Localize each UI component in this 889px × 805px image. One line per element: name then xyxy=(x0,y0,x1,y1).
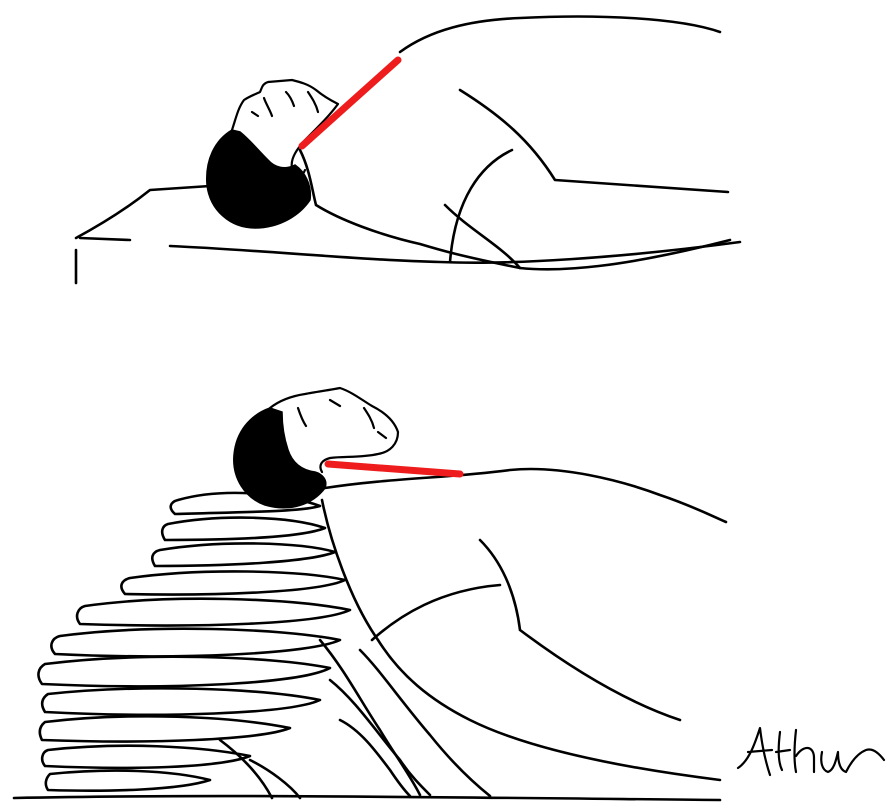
supine-flat-panel xyxy=(76,17,740,283)
pillow-layer xyxy=(51,629,340,657)
drape-fold xyxy=(360,650,490,796)
pillow-layer xyxy=(77,599,350,626)
pillow-layer xyxy=(42,688,320,714)
arm-outline-bottom xyxy=(372,540,680,720)
pillow-layer xyxy=(152,543,335,566)
face-details-top xyxy=(252,92,318,116)
pillow-layer xyxy=(38,657,330,687)
pillow-layer xyxy=(162,518,325,540)
neck-marker-diagonal xyxy=(302,60,398,146)
pillow-layer xyxy=(121,571,345,594)
hair-shape-top xyxy=(207,130,311,228)
signature-arthur xyxy=(738,728,884,775)
torso-outline xyxy=(300,17,730,270)
arm-outline xyxy=(445,90,728,268)
pillow-layer xyxy=(46,771,210,791)
neck-marker-horizontal xyxy=(328,464,460,474)
floor-line xyxy=(14,796,720,800)
drape-fold xyxy=(250,760,300,798)
supine-propped-panel xyxy=(14,388,884,800)
drape-fold xyxy=(320,640,420,795)
drape-fold xyxy=(330,680,430,795)
pillow-layer xyxy=(40,716,290,741)
bed-outline xyxy=(76,186,740,283)
pillow-layer xyxy=(42,746,250,768)
pillow-stack xyxy=(38,493,490,798)
